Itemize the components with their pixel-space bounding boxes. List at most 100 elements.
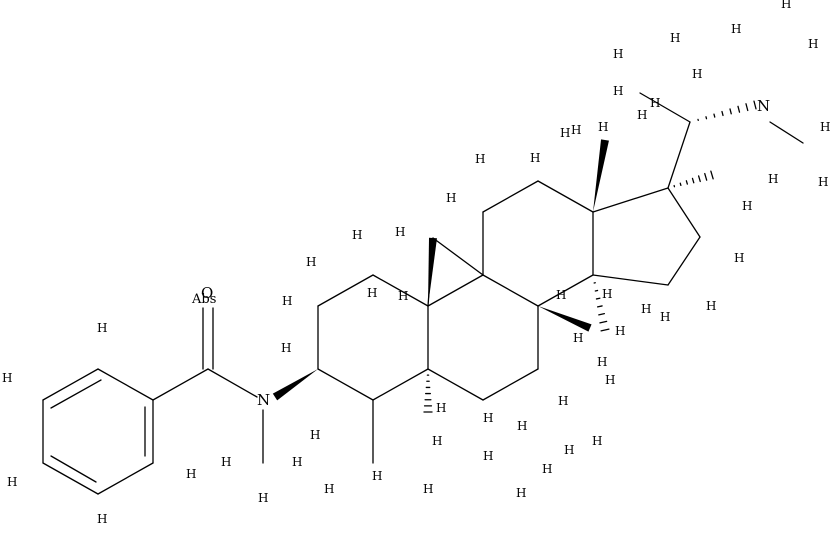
bond-line <box>432 237 484 276</box>
wedge-bond <box>428 237 437 306</box>
hydrogen-label: H <box>97 512 107 526</box>
hashed-bond <box>593 282 610 332</box>
hash-stroke <box>704 172 708 181</box>
hydrogen-label: H <box>436 401 446 415</box>
bond-line <box>97 462 154 495</box>
hydrogen-labels: H H H H H H H H H H H H H H H H H H H H H H H H H H H H H H H H H H H H H H H H… <box>2 0 830 526</box>
hydrogen-label: H <box>598 120 608 134</box>
hydrogen-label: H <box>637 108 647 122</box>
bond-line <box>427 368 484 401</box>
hash-stroke <box>753 100 757 110</box>
bond-line <box>427 274 484 307</box>
hydrogen-label: H <box>423 482 433 496</box>
bond-line <box>537 274 594 307</box>
hydrogen-label: H <box>692 67 702 81</box>
hash-stroke <box>599 320 608 324</box>
hydrogen-label: H <box>818 175 828 189</box>
hydrogen-label: H <box>7 475 17 489</box>
hydrogen-label: H <box>613 47 623 61</box>
bond-line <box>537 180 594 213</box>
hydrogen-label: H <box>306 255 316 269</box>
hash-stroke <box>679 182 682 187</box>
hydrogen-label: H <box>820 120 830 134</box>
bond-line <box>482 180 539 213</box>
hydrogen-label: H <box>573 331 583 345</box>
bond-line <box>592 187 669 213</box>
atom-labels: Abs O N N <box>191 97 770 409</box>
bond-line <box>42 462 99 495</box>
bonds <box>42 92 804 495</box>
hydrogen-label: H <box>395 225 405 239</box>
hash-stroke <box>713 113 716 118</box>
bond-line <box>207 368 258 398</box>
hydrogen-label: H <box>258 491 268 505</box>
hydrogen-label: H <box>432 434 442 448</box>
hydrogen-label: H <box>564 443 574 457</box>
bond-line <box>42 368 99 401</box>
hydrogen-label: H <box>660 310 670 324</box>
hydrogen-label: H <box>475 152 485 166</box>
wedge-bond <box>538 306 592 332</box>
hydrogen-label: H <box>516 486 526 500</box>
hydrogen-label: H <box>517 419 527 433</box>
hydrogen-label: H <box>670 31 680 45</box>
hydrogen-label: H <box>186 467 196 481</box>
bond-line <box>372 368 429 401</box>
hydrogen-label: H <box>556 288 566 302</box>
hash-stroke <box>745 103 749 112</box>
hydrogen-label: H <box>97 321 107 335</box>
bond-line <box>317 274 374 307</box>
bond-line <box>482 274 539 307</box>
hydrogen-label: H <box>558 394 568 408</box>
hydrogen-label: H <box>483 411 493 425</box>
hydrogen-label: H <box>2 371 12 385</box>
hydrogen-label: H <box>613 84 623 98</box>
hashed-bond <box>423 374 433 413</box>
hashed-bonds <box>423 100 757 413</box>
hash-stroke <box>598 313 606 316</box>
hydrogen-label: H <box>650 96 660 110</box>
abs-label: Abs <box>191 292 216 307</box>
hydrogen-label: H <box>372 469 382 483</box>
bond-line <box>667 121 691 189</box>
hydrogen-label: H <box>615 324 625 338</box>
hash-stroke <box>685 180 688 185</box>
hydrogen-label: H <box>367 286 377 300</box>
hydrogen-label: H <box>446 191 456 205</box>
bond-line <box>50 379 102 409</box>
atom-o: O <box>201 284 213 302</box>
hydrogen-label: H <box>542 462 552 476</box>
hydrogen-label: H <box>282 294 292 308</box>
hash-stroke <box>595 297 601 300</box>
hydrogen-label: H <box>602 287 612 301</box>
hydrogen-label: H <box>560 126 570 140</box>
bond-line <box>639 92 691 123</box>
hydrogen-label: H <box>605 373 615 387</box>
wedge-bond <box>272 369 318 401</box>
hydrogen-label: H <box>592 434 602 448</box>
atom-n-amine: N <box>757 97 770 115</box>
bond-line <box>152 368 209 401</box>
bond-line <box>372 274 429 307</box>
bond-line <box>97 368 154 401</box>
hash-stroke <box>600 328 610 332</box>
hash-stroke <box>596 305 603 308</box>
hydrogen-label: H <box>530 151 540 165</box>
bond-line <box>482 368 539 401</box>
hashed-bond <box>673 170 714 188</box>
hydrogen-label: H <box>398 289 408 303</box>
bond-line <box>592 274 669 286</box>
hydrogen-label: H <box>292 455 302 469</box>
stereo-bonds <box>272 139 609 401</box>
hydrogen-label: H <box>571 123 581 137</box>
hydrogen-label: H <box>310 428 320 442</box>
bond-line <box>50 455 97 483</box>
bond-line <box>667 236 701 286</box>
wedge-bond <box>593 139 609 212</box>
hydrogen-label: H <box>352 228 362 242</box>
hydrogen-label: H <box>597 355 607 369</box>
hydrogen-label: H <box>781 0 791 11</box>
hydrogen-label: H <box>742 199 752 213</box>
hash-stroke <box>705 116 708 120</box>
